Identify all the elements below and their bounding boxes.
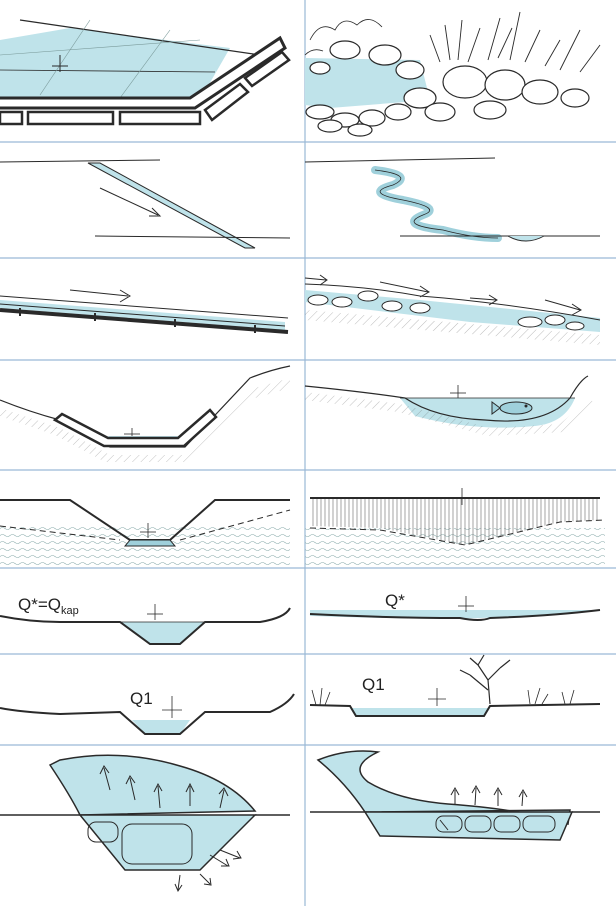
water	[123, 539, 177, 547]
terrain-profile	[304, 375, 589, 422]
terrain-line	[304, 157, 496, 163]
panel-natural-section	[304, 375, 595, 436]
water-level-marker	[452, 488, 472, 505]
slab-row	[0, 308, 289, 334]
flow-arrow	[304, 274, 328, 286]
basin-edge	[0, 35, 287, 110]
slab-row	[0, 295, 289, 319]
water-level-marker	[450, 385, 466, 398]
flow-arrow	[379, 281, 430, 298]
panel-paved-slope	[0, 289, 289, 334]
panel-natural-bend-flow	[310, 750, 600, 841]
meander-channel	[371, 166, 502, 242]
grid-line	[19, 19, 261, 56]
flow-arrows	[439, 784, 528, 831]
terrain-profile	[309, 703, 601, 717]
outlet-pool	[507, 235, 545, 242]
capacity-label: Q*=Qkap	[18, 595, 79, 617]
paving-slab	[243, 50, 291, 88]
panel-vegetated-section	[305, 488, 606, 566]
water-level-marker	[140, 523, 156, 538]
grid-line	[0, 39, 201, 56]
paving-slab	[0, 110, 24, 126]
panel-capacity-section: Q*=Qkap	[0, 595, 291, 645]
circulation-cells	[435, 815, 556, 833]
terrain-profile	[0, 365, 291, 448]
water-level-marker	[162, 696, 182, 718]
panel-q1-floodplain: Q1	[309, 654, 601, 717]
panel-natural-pond	[304, 11, 601, 137]
flow-arrow	[544, 299, 582, 316]
bank-line	[304, 283, 601, 321]
tree	[459, 654, 511, 705]
flow-arrow	[469, 294, 498, 306]
terrain-line	[0, 159, 161, 163]
ground-hatch	[305, 310, 600, 345]
panel-paved-basin-corner	[0, 19, 291, 126]
slab-joints	[19, 308, 256, 333]
grid-line	[119, 29, 171, 99]
panel-lined-trapezoid	[0, 365, 291, 462]
panel-bend-flow	[0, 754, 290, 893]
water-level-marker	[124, 428, 140, 436]
water	[120, 622, 205, 644]
grid-line	[0, 69, 216, 73]
water-surface	[0, 28, 230, 100]
circulation-cell	[121, 823, 193, 865]
ground-hatch	[0, 378, 290, 462]
shrub	[304, 19, 383, 56]
flow-arrow	[69, 289, 131, 303]
water-level-marker	[428, 688, 446, 706]
paving-slab	[203, 82, 250, 122]
channel-bed	[0, 303, 286, 327]
water-surface	[48, 754, 257, 816]
terrain-profile	[0, 607, 291, 645]
water-level-marker	[147, 604, 163, 620]
reeds	[429, 11, 601, 73]
cross-section	[363, 811, 574, 841]
circulation-cell	[87, 821, 119, 843]
q1-label: Q1	[130, 689, 153, 708]
grid-line	[39, 19, 91, 96]
lining	[52, 408, 218, 448]
flow-label: Q*	[385, 591, 405, 610]
panel-straight-channel	[0, 159, 291, 249]
panel-meandering-channel	[304, 157, 600, 242]
flow-arrows	[99, 765, 242, 893]
grass	[311, 687, 575, 706]
water	[350, 708, 490, 716]
stones	[307, 290, 585, 331]
water	[132, 720, 190, 734]
water-surface	[316, 750, 571, 826]
terrain-profile	[0, 693, 295, 735]
fish-icon	[491, 401, 533, 415]
panel-groundwater-trapezoid	[0, 499, 291, 566]
ground-hatch	[305, 392, 595, 436]
panel-natural-slope	[304, 274, 601, 345]
vegetation-zone	[310, 498, 600, 545]
stones	[305, 40, 590, 137]
water-level-marker	[458, 596, 474, 612]
panel-q1-trapezoid: Q1	[0, 689, 295, 735]
paving-slab	[118, 110, 202, 126]
flow-arrow	[99, 187, 159, 216]
groundwater-line	[0, 509, 291, 541]
meander-outline	[374, 169, 499, 239]
terrain-line	[94, 235, 291, 239]
channel	[87, 162, 256, 249]
flow-arrowhead	[149, 207, 162, 217]
q1-label: Q1	[362, 675, 385, 694]
paving-slab	[26, 110, 115, 126]
terrain-profile	[309, 609, 601, 621]
panel-shallow-section: Q*	[309, 591, 601, 621]
